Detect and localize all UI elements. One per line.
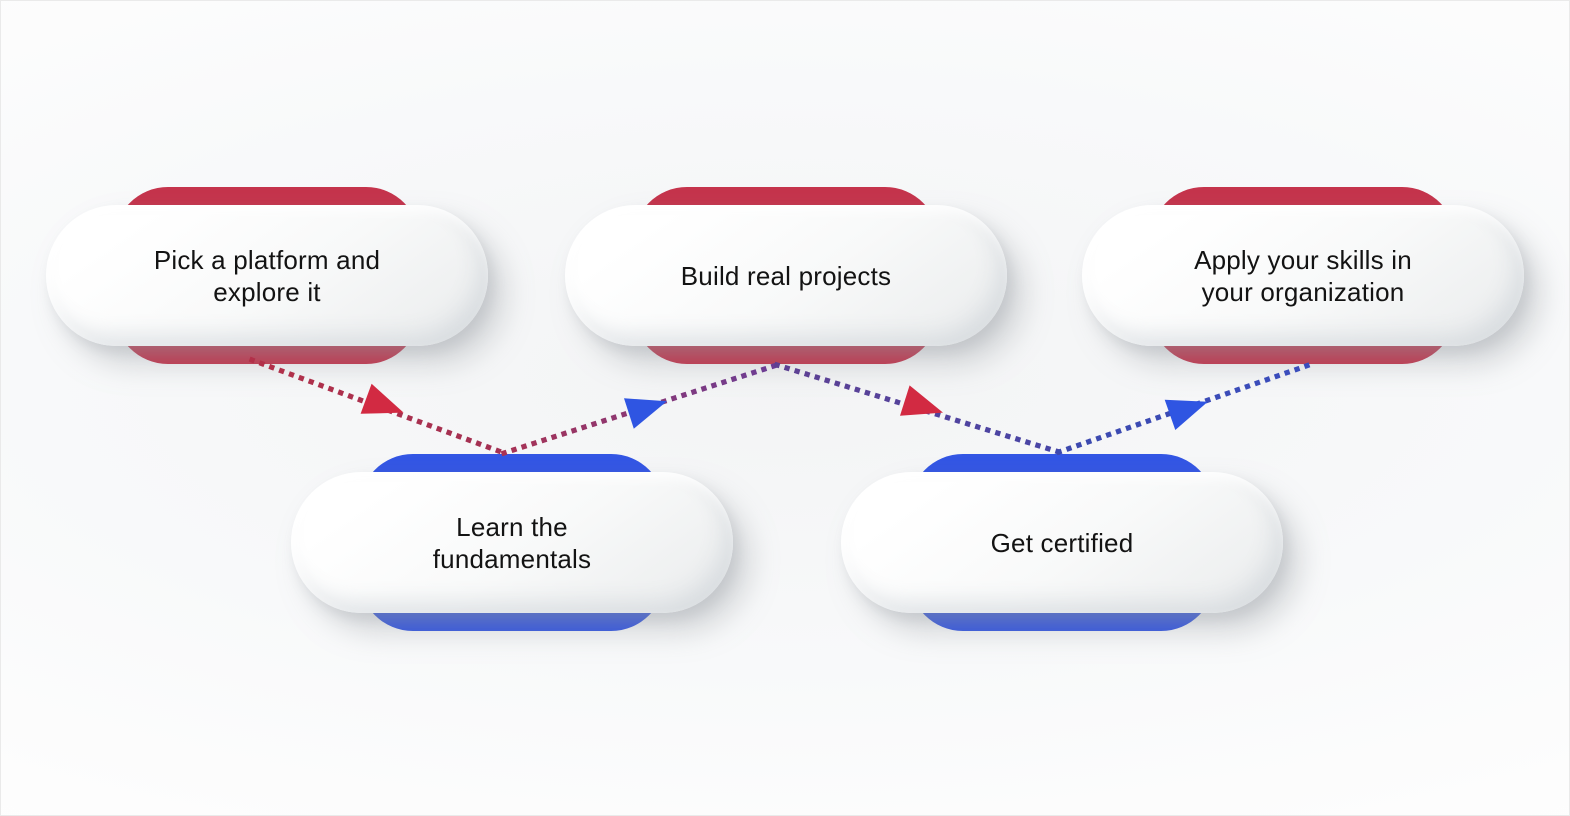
arrowhead-icon <box>1164 399 1208 430</box>
node-pill: Pick a platform and explore it <box>46 205 488 346</box>
node-pill: Apply your skills in your organization <box>1082 205 1524 346</box>
arrowhead-icon <box>624 398 667 429</box>
connector-step4-to-step2 <box>500 361 781 457</box>
connector-step2-to-step5 <box>773 361 1063 456</box>
node-label: Pick a platform and explore it <box>153 244 381 307</box>
node-label: Learn the fundamentals <box>432 511 592 574</box>
node-label: Build real projects <box>680 260 892 291</box>
connector-step5-to-step3 <box>1055 361 1313 456</box>
node-build-real-projects: Build real projects <box>565 187 1007 364</box>
arrowhead-icon <box>360 383 404 414</box>
node-learn-the-fundamentals: Learn the fundamentals <box>291 454 733 631</box>
node-get-certified: Get certified <box>841 454 1283 631</box>
arrowhead-icon <box>900 385 943 416</box>
connector-step1-to-step4 <box>248 356 508 457</box>
node-pill: Get certified <box>841 472 1283 613</box>
node-pick-a-platform: Pick a platform and explore it <box>46 187 488 364</box>
node-pill: Learn the fundamentals <box>291 472 733 613</box>
node-apply-your-skills: Apply your skills in your organization <box>1082 187 1524 364</box>
node-pill: Build real projects <box>565 205 1007 346</box>
node-label: Apply your skills in your organization <box>1194 244 1412 307</box>
node-label: Get certified <box>990 527 1134 558</box>
